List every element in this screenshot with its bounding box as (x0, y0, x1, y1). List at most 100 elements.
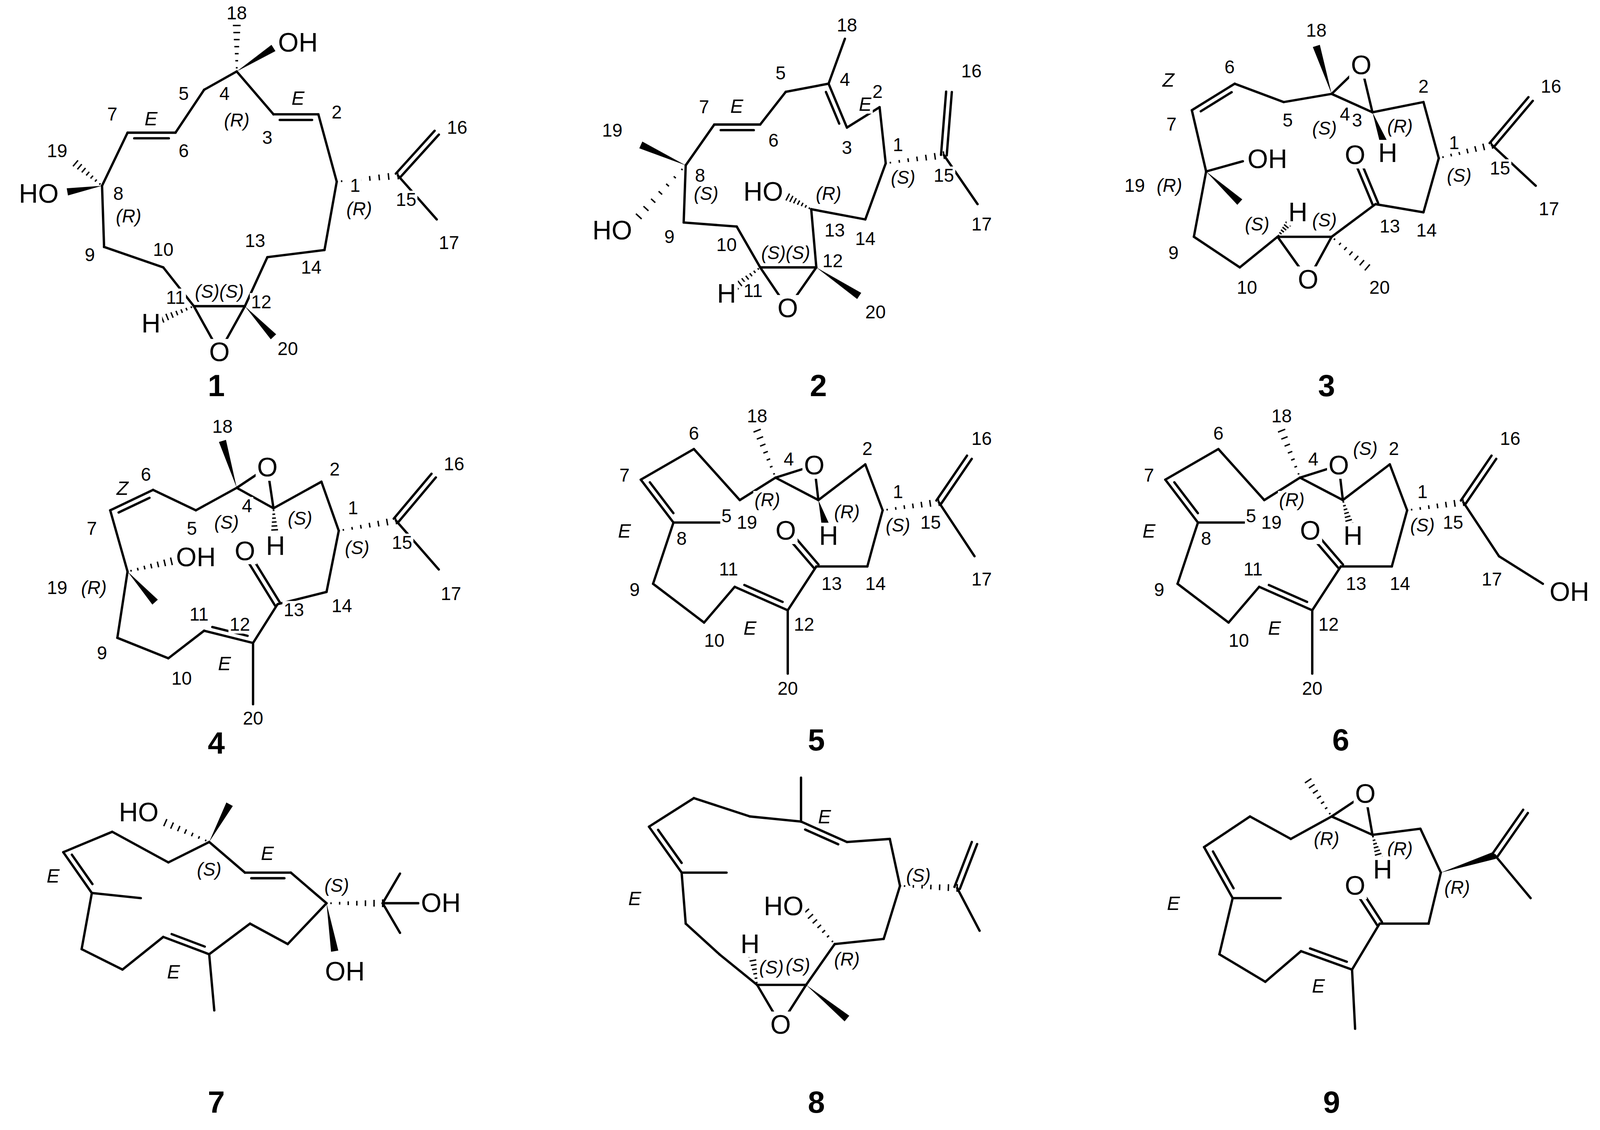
bond-line (640, 448, 694, 480)
hashed-bond (77, 163, 82, 170)
bond-line (1420, 828, 1441, 873)
hashed-bond (166, 313, 169, 321)
atom-label: H (715, 280, 738, 308)
atom-number: 17 (439, 584, 463, 604)
atom-label: O (776, 294, 800, 322)
hashed-bond (1305, 778, 1312, 783)
bond-line (168, 630, 205, 658)
atom-number: 16 (1539, 77, 1563, 96)
hashed-bond (1279, 232, 1282, 235)
bond-line (1165, 448, 1219, 480)
hashed-bond (373, 899, 376, 907)
bond-line (91, 892, 142, 899)
bond-line (815, 477, 819, 501)
wedge-bond (236, 44, 276, 72)
atom-number: 8 (112, 184, 125, 204)
hashed-bond (1445, 501, 1447, 508)
hashed-bond (912, 884, 915, 888)
hashed-bond (789, 195, 793, 202)
bond-line (811, 209, 817, 268)
compound-number: 1 (205, 370, 227, 401)
atom-number: 14 (864, 574, 887, 594)
bond-line (1299, 469, 1327, 478)
atom-number: 20 (864, 302, 887, 322)
hashed-bond (1280, 229, 1284, 233)
compound-number: 2 (807, 370, 829, 401)
hashed-bond (1467, 148, 1469, 154)
hashed-bond (90, 175, 94, 179)
bond-line (253, 560, 281, 603)
stereo-descriptor: (R) (1386, 117, 1414, 136)
bond-line (941, 458, 972, 504)
bond-line (193, 305, 245, 308)
atom-number: 6 (767, 131, 780, 151)
bond-line (71, 854, 93, 885)
bond-line (1379, 922, 1429, 925)
bond-line (112, 831, 169, 863)
bond-line (290, 872, 327, 903)
hashed-bond (99, 183, 101, 185)
hashed-bond (809, 207, 810, 210)
bond-line (787, 566, 817, 611)
bond-line (1313, 236, 1332, 270)
atom-number: 1 (1447, 133, 1461, 153)
hashed-bond (163, 818, 167, 826)
atom-label: OH (419, 889, 463, 917)
hashed-bond (886, 508, 889, 511)
atom-number: 7 (1142, 466, 1156, 485)
stereo-descriptor: (S) (343, 538, 371, 558)
atom-label: HO (17, 180, 61, 208)
bond-line (395, 130, 435, 174)
hashed-bond (673, 176, 676, 179)
geometry-label: E (216, 653, 233, 673)
hashed-bond (81, 168, 86, 173)
hashed-bond (235, 60, 239, 62)
atom-label: H (1286, 199, 1310, 226)
hashed-bond (903, 884, 906, 887)
stereo-descriptor: (S) (889, 168, 917, 187)
atom-number: 15 (390, 533, 414, 553)
atom-number: 10 (715, 235, 738, 255)
hashed-bond (1287, 451, 1293, 453)
atom-number: 15 (932, 166, 955, 185)
stereo-descriptor: (R) (814, 184, 843, 204)
hashed-bond (360, 525, 362, 529)
bond-line (117, 637, 169, 659)
bond-line (681, 872, 686, 924)
bond-line (1283, 93, 1332, 102)
hashed-bond (1342, 505, 1346, 507)
stereo-descriptor: (S) (286, 509, 314, 528)
hashed-bond (176, 310, 178, 316)
hashed-bond (1309, 784, 1315, 788)
bond-line (1191, 83, 1235, 111)
atom-number: 18 (1270, 406, 1293, 426)
stereo-descriptor: (S) (692, 184, 720, 204)
bond-line (1489, 97, 1529, 144)
bond-line (318, 114, 337, 182)
bond-line (393, 473, 432, 519)
hashed-bond (1338, 242, 1341, 245)
bond-line (251, 876, 285, 880)
hashed-bond (929, 884, 932, 890)
bond-line (1423, 158, 1439, 213)
bond-line (249, 562, 276, 606)
geometry-label: E (857, 94, 874, 114)
hashed-bond (342, 529, 345, 531)
bond-line (946, 91, 953, 156)
stereo-descriptor: (S) (1351, 439, 1379, 459)
atom-number: 8 (693, 166, 707, 185)
atom-label: H (1341, 522, 1364, 550)
bond-line (326, 530, 339, 592)
bond-line (1352, 969, 1356, 1029)
hashed-bond (1349, 251, 1353, 256)
bond-line (799, 777, 803, 822)
stereo-descriptor: (R) (1312, 829, 1341, 849)
bond-line (63, 831, 113, 853)
hashed-bond (1278, 429, 1286, 432)
hashed-bond (773, 473, 775, 475)
hashed-bond (925, 154, 927, 161)
atom-number: 4 (1338, 105, 1351, 124)
bond-line (81, 892, 92, 949)
atom-number: 3 (1350, 111, 1364, 130)
